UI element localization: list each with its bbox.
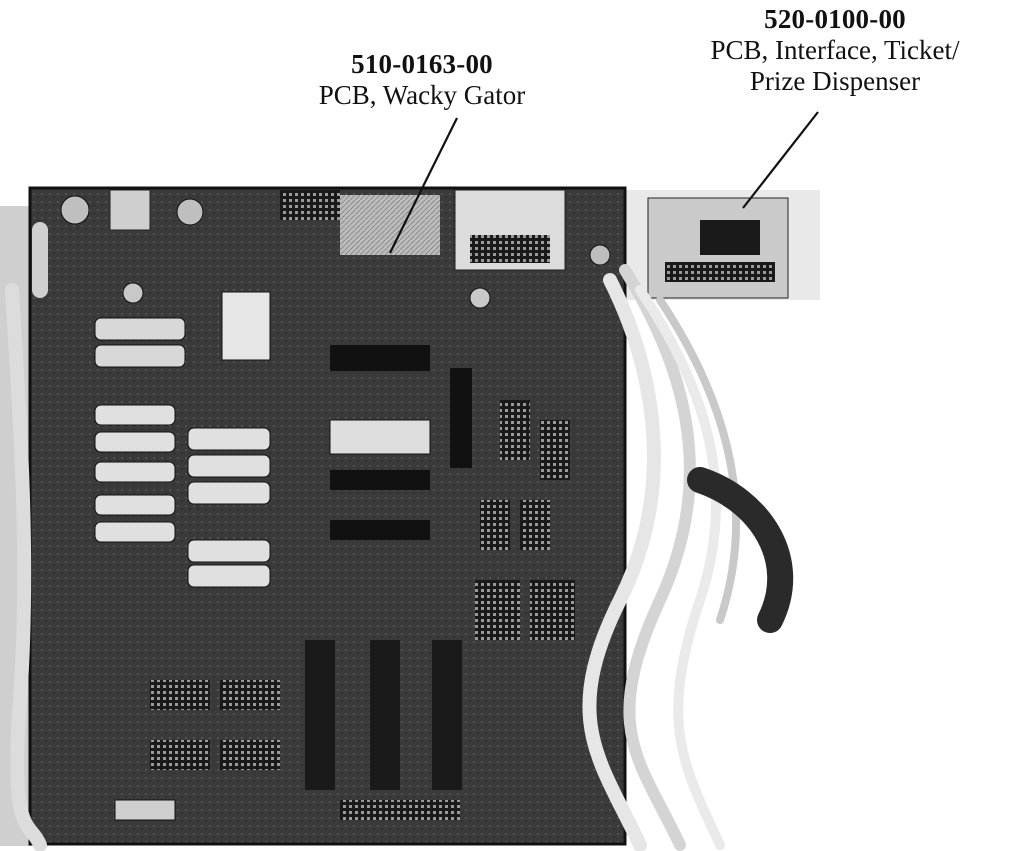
leader-line-interface <box>742 111 819 209</box>
part-number-label: 510-0163-00 <box>351 49 493 79</box>
capacitor-bank <box>60 195 611 309</box>
part-number-label: 520-0100-00 <box>764 4 906 34</box>
part-description-label: PCB, Wacky Gator <box>318 80 526 111</box>
callout-wacky-gator-pcb: 510-0163-00 PCB, Wacky Gator <box>262 49 582 111</box>
leader-line-gator <box>389 117 458 254</box>
part-description-line2: Prize Dispenser <box>749 66 921 97</box>
wire-harness <box>5 222 794 851</box>
integrated-circuits <box>114 190 575 821</box>
relay-blocks <box>94 317 271 588</box>
callout-interface-pcb: 520-0100-00 PCB, Interface, Ticket/ Priz… <box>650 4 1014 97</box>
leader-lines <box>389 111 819 254</box>
interface-pcb <box>647 197 789 299</box>
part-description-line1: PCB, Interface, Ticket/ <box>710 35 960 66</box>
top-connector-block <box>109 189 566 271</box>
